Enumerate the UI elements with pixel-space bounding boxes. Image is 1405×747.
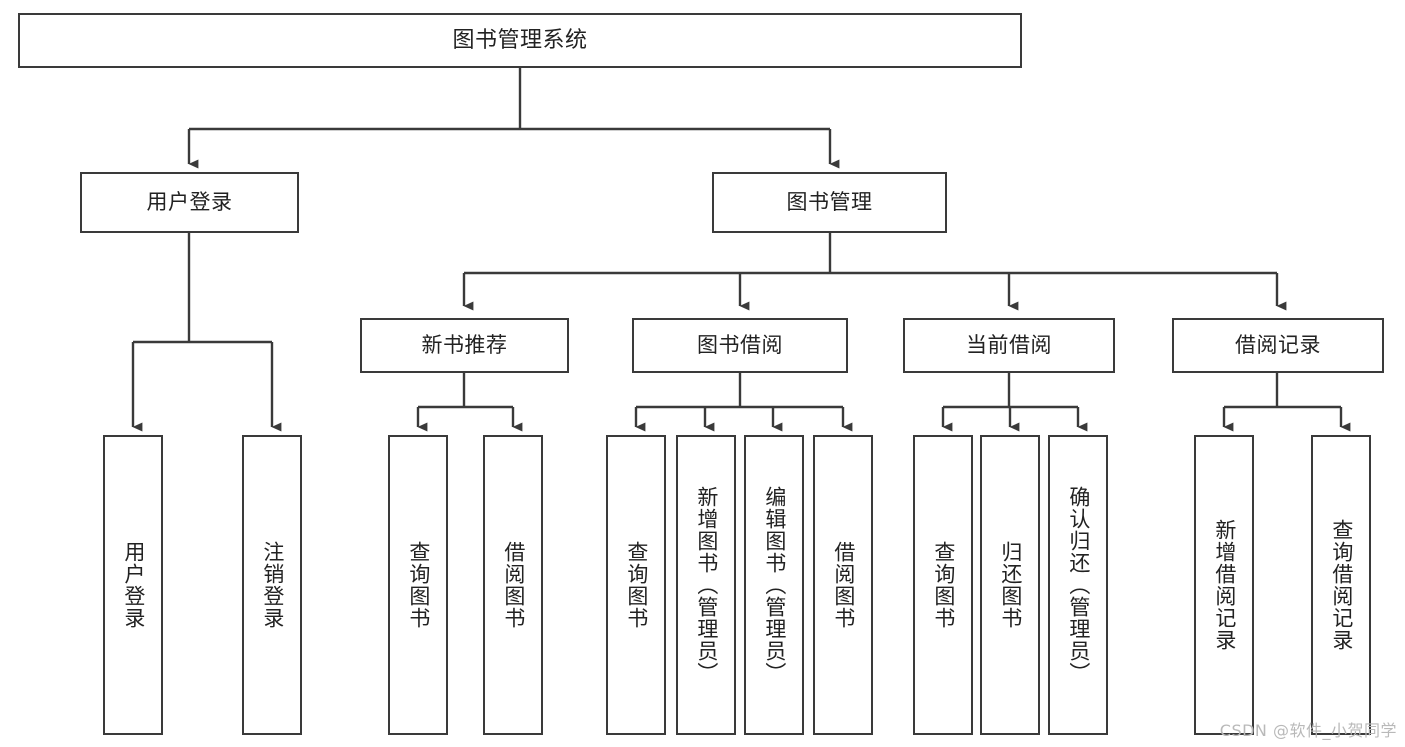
node-label: 注销登录 [260, 541, 285, 629]
node-current-borrow[interactable]: 当前借阅 [903, 318, 1115, 373]
node-new-book-recommend[interactable]: 新书推荐 [360, 318, 569, 373]
leaf-book-borrow-borrow-book[interactable]: 借阅图书 [813, 435, 873, 735]
node-label: 用户登录 [121, 541, 146, 629]
node-label: 借阅记录 [1235, 333, 1321, 358]
node-label: 编辑图书（管理员） [762, 486, 787, 684]
node-label: 借阅图书 [501, 541, 526, 629]
node-book-borrow[interactable]: 图书借阅 [632, 318, 848, 373]
leaf-borrow-record-add-record[interactable]: 新增借阅记录 [1194, 435, 1254, 735]
leaf-user-login-logout[interactable]: 注销登录 [242, 435, 302, 735]
node-label: 借阅图书 [831, 541, 856, 629]
leaf-current-borrow-return-book[interactable]: 归还图书 [980, 435, 1040, 735]
node-label: 新书推荐 [421, 333, 508, 358]
node-borrow-record[interactable]: 借阅记录 [1172, 318, 1384, 373]
node-label: 归还图书 [998, 541, 1023, 629]
leaf-new-book-query-book[interactable]: 查询图书 [388, 435, 448, 735]
leaf-borrow-record-query-record[interactable]: 查询借阅记录 [1311, 435, 1371, 735]
node-label: 查询借阅记录 [1329, 519, 1354, 651]
node-user-login[interactable]: 用户登录 [80, 172, 299, 233]
node-label: 新增图书（管理员） [694, 486, 719, 684]
csdn-watermark: CSDN @软件_小贺同学 [1219, 721, 1397, 740]
node-book-management[interactable]: 图书管理 [712, 172, 947, 233]
node-label: 查询图书 [406, 541, 431, 629]
leaf-current-borrow-confirm-return-admin[interactable]: 确认归还（管理员） [1048, 435, 1108, 735]
node-label: 图书借阅 [697, 333, 783, 358]
node-label: 查询图书 [931, 541, 956, 629]
node-label: 用户登录 [146, 190, 233, 215]
node-label: 图书管理系统 [452, 27, 588, 53]
leaf-book-borrow-add-book-admin[interactable]: 新增图书（管理员） [676, 435, 736, 735]
node-label: 确认归还（管理员） [1066, 486, 1091, 684]
leaf-book-borrow-query-book[interactable]: 查询图书 [606, 435, 666, 735]
leaf-current-borrow-query-book[interactable]: 查询图书 [913, 435, 973, 735]
leaf-new-book-borrow-book[interactable]: 借阅图书 [483, 435, 543, 735]
node-label: 图书管理 [786, 190, 873, 215]
leaf-book-borrow-edit-book-admin[interactable]: 编辑图书（管理员） [744, 435, 804, 735]
node-label: 当前借阅 [966, 333, 1052, 358]
node-root-book-management-system[interactable]: 图书管理系统 [18, 13, 1022, 68]
node-label: 查询图书 [624, 541, 649, 629]
leaf-user-login-login[interactable]: 用户登录 [103, 435, 163, 735]
node-label: 新增借阅记录 [1212, 519, 1237, 651]
